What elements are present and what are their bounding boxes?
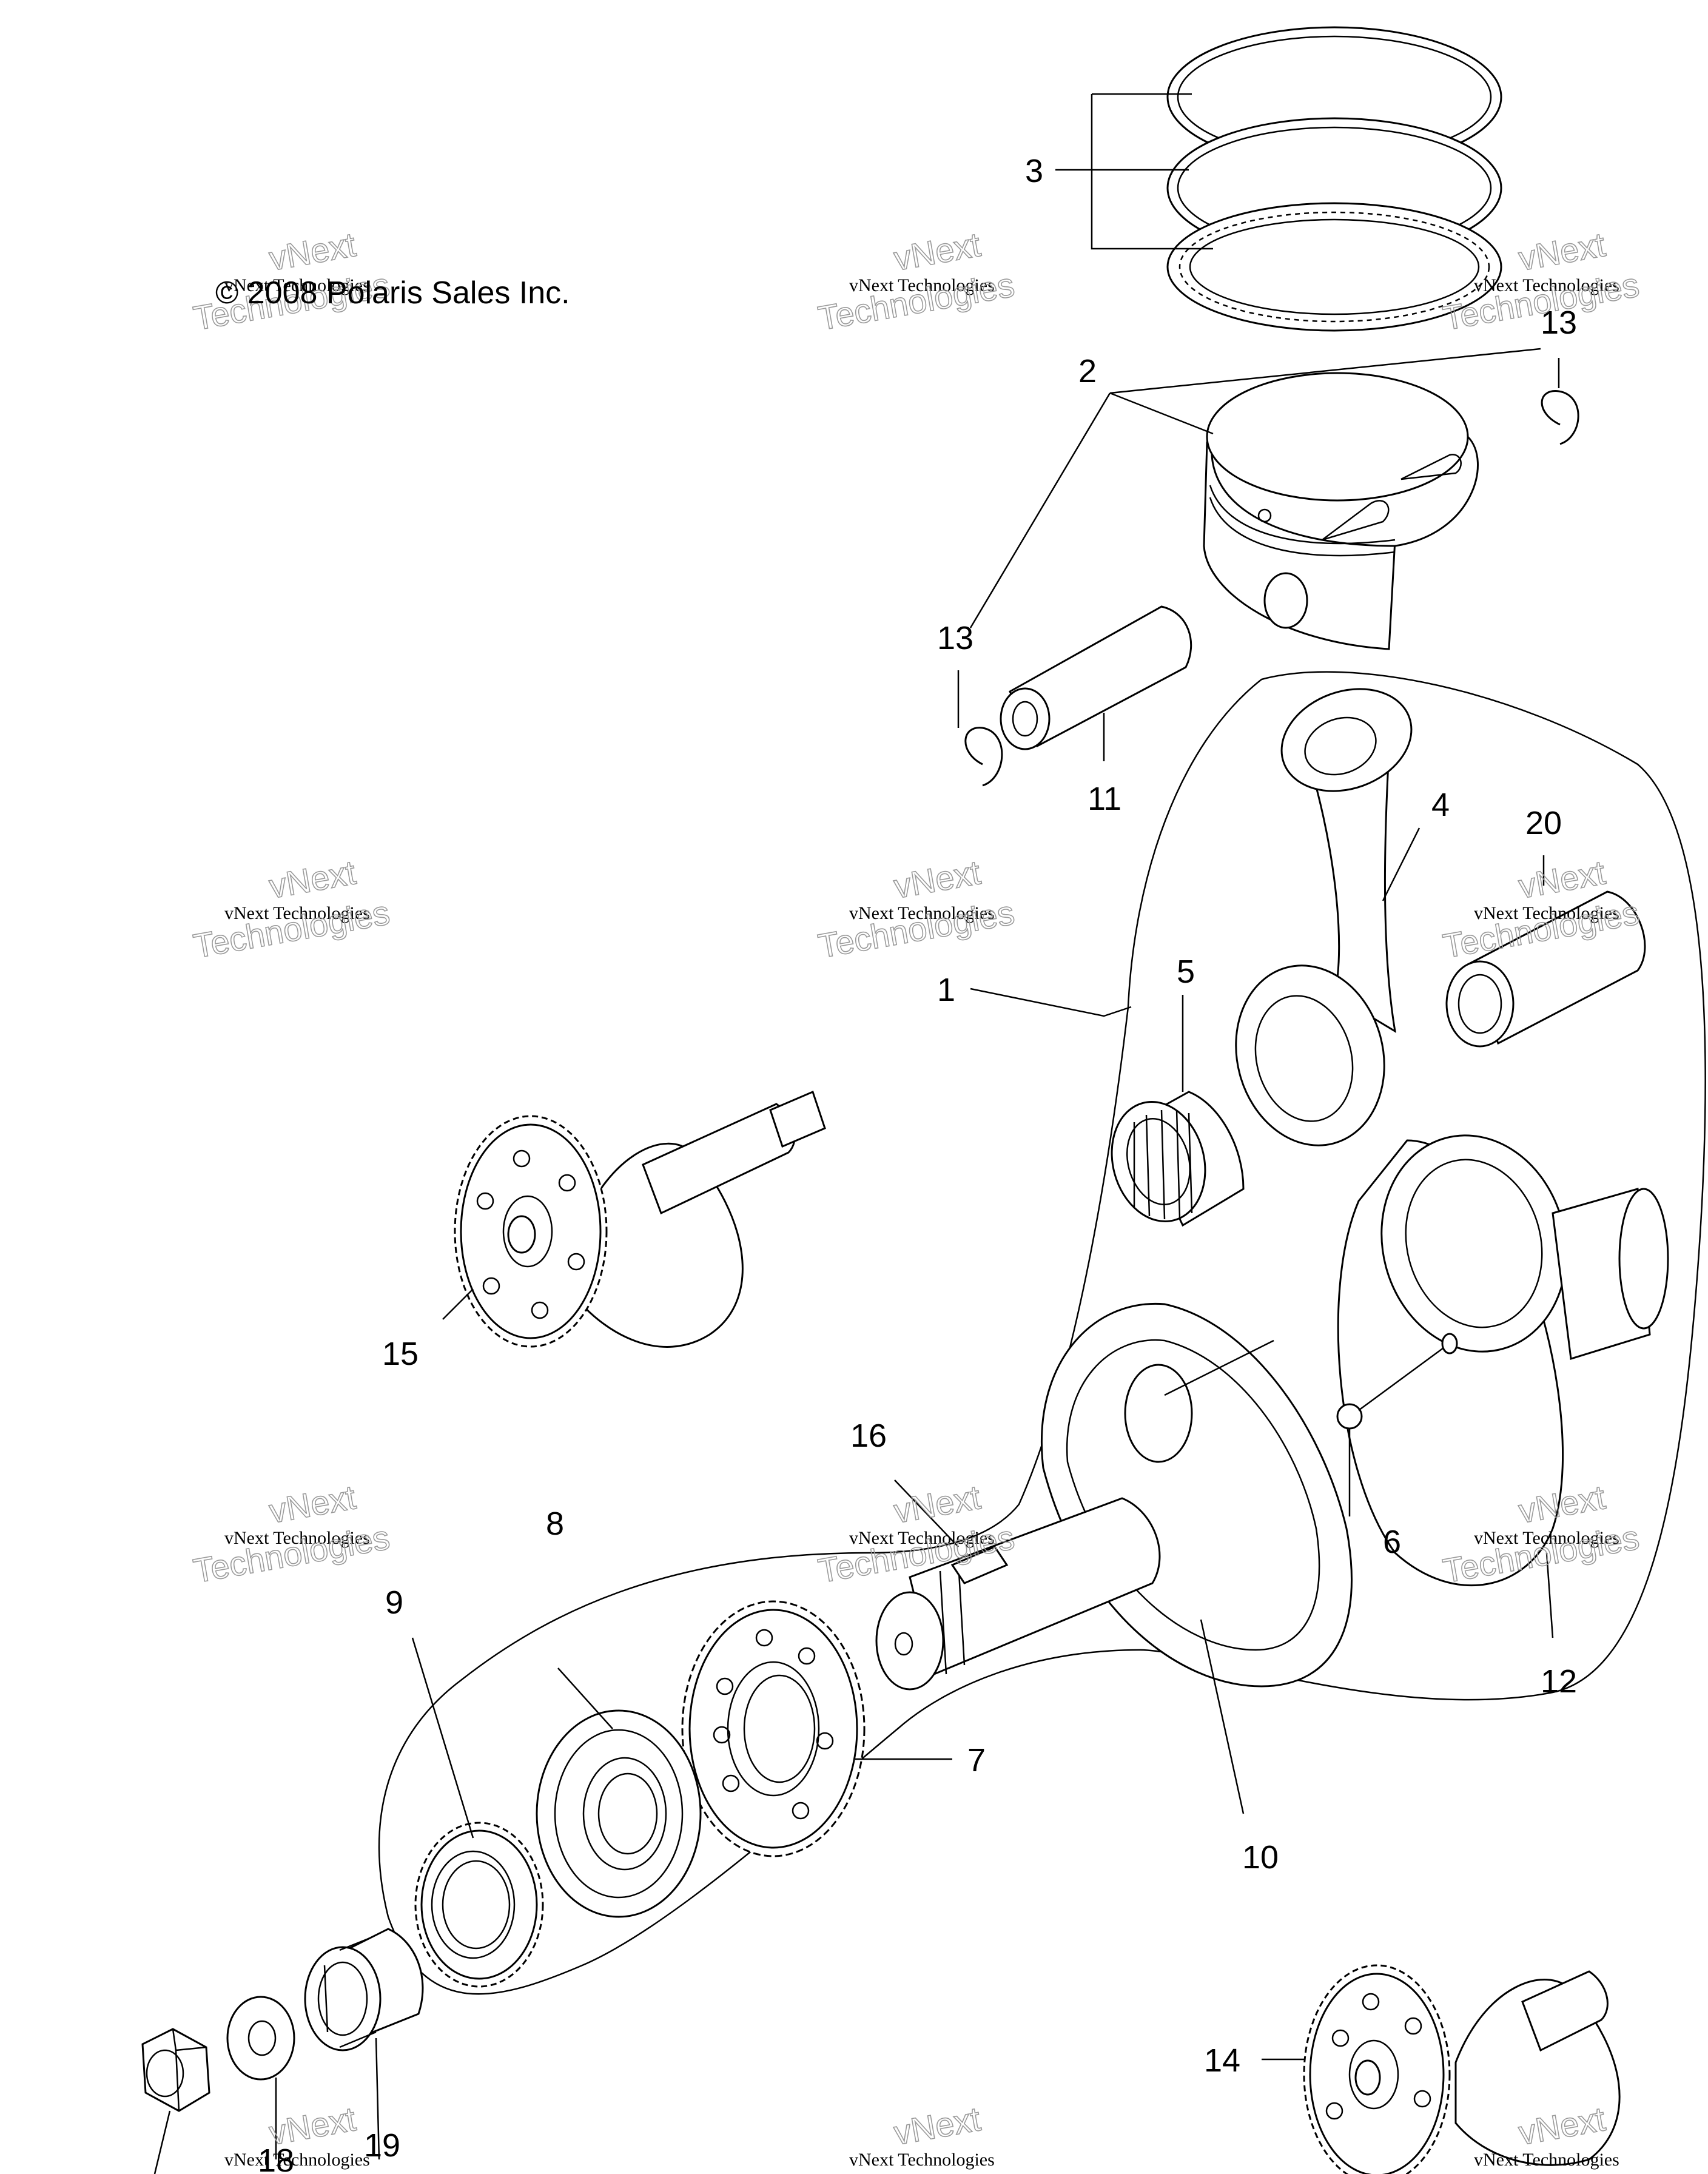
piston xyxy=(1203,372,1479,650)
connecting-rod xyxy=(1235,688,1413,1146)
crankshaft-left-half xyxy=(875,1302,1353,1691)
svg-text:vNext: vNext xyxy=(266,225,358,278)
svg-text:vNext Technologies: vNext Technologies xyxy=(1474,2150,1619,2170)
piston-pin xyxy=(1000,605,1192,750)
callout-20: 20 xyxy=(1525,805,1562,841)
woodruff-key xyxy=(950,1546,1009,1584)
washer xyxy=(226,1996,295,2081)
svg-text:vNext Technologies: vNext Technologies xyxy=(1474,275,1619,295)
callout-7: 7 xyxy=(967,1742,986,1779)
svg-text:vNext: vNext xyxy=(891,2099,983,2152)
callout-12: 12 xyxy=(1541,1663,1577,1700)
piston-rings xyxy=(1166,26,1502,332)
circlip-lower xyxy=(964,727,1003,787)
callout-15: 15 xyxy=(382,1336,419,1372)
svg-text:vNext Technologies: vNext Technologies xyxy=(224,2150,370,2170)
svg-text:vNext Technologies: vNext Technologies xyxy=(849,1528,995,1548)
callout-6: 6 xyxy=(1383,1524,1401,1560)
svg-text:vNext Technologies: vNext Technologies xyxy=(1474,1528,1619,1548)
watermarks: vNext Technologies vNext Technologies vN… xyxy=(190,224,1642,2170)
balance-shaft-right xyxy=(1303,1964,1621,2174)
callout-2: 2 xyxy=(1078,353,1097,389)
svg-text:vNext: vNext xyxy=(266,853,358,906)
svg-text:vNext: vNext xyxy=(266,1478,358,1530)
svg-text:vNext Technologies: vNext Technologies xyxy=(224,903,370,923)
svg-text:vNext Technologies: vNext Technologies xyxy=(849,2150,995,2170)
callout-3: 3 xyxy=(1025,153,1043,189)
callout-16: 16 xyxy=(850,1418,887,1454)
callout-11: 11 xyxy=(1088,781,1121,817)
callout-19: 19 xyxy=(364,2127,400,2164)
svg-text:vNext Technologies: vNext Technologies xyxy=(849,903,995,923)
circlip-upper xyxy=(1541,390,1579,445)
callout-13-upper: 13 xyxy=(1541,305,1577,341)
needle-bearing xyxy=(304,1928,424,2051)
svg-text:vNext: vNext xyxy=(891,1478,983,1530)
callout-1: 1 xyxy=(937,972,955,1008)
svg-text:vNext Technologies: vNext Technologies xyxy=(224,1528,370,1548)
callout-14: 14 xyxy=(1204,2042,1240,2079)
callout-18: 18 xyxy=(258,2142,294,2174)
leader-lines xyxy=(153,93,1560,2174)
callout-5: 5 xyxy=(1177,954,1195,990)
svg-text:vNext: vNext xyxy=(891,225,983,278)
watermark-small: vNext Technologies xyxy=(224,275,370,295)
callout-9: 9 xyxy=(385,1584,403,1621)
dowel-ball xyxy=(1336,1333,1458,1430)
rod-needle-bearing xyxy=(1111,1091,1245,1227)
svg-text:vNext: vNext xyxy=(1516,225,1608,278)
crankshaft-gear xyxy=(681,1600,866,1857)
small-sprocket xyxy=(414,1822,544,1988)
callout-4: 4 xyxy=(1431,787,1450,823)
svg-text:vNext: vNext xyxy=(891,853,983,906)
balance-shaft-left xyxy=(454,1090,826,1348)
callout-13-lower: 13 xyxy=(937,620,973,656)
callout-8: 8 xyxy=(546,1506,564,1542)
svg-text:vNext Technologies: vNext Technologies xyxy=(1474,903,1619,923)
crankshaft-right-half xyxy=(1337,1134,1669,1587)
callout-10: 10 xyxy=(1242,1839,1279,1876)
hex-nut xyxy=(141,2028,210,2112)
svg-text:vNext Technologies: vNext Technologies xyxy=(849,275,995,295)
crank-pin xyxy=(1445,890,1646,1048)
main-ball-bearing xyxy=(536,1709,702,1918)
svg-text:vNext: vNext xyxy=(266,2099,358,2152)
callout-labels: 3 2 13 13 11 4 20 1 5 15 16 6 8 9 12 7 1… xyxy=(258,153,1577,2174)
assembly-outline xyxy=(378,671,1706,1995)
copyright-text: © 2008 Polaris Sales Inc. xyxy=(215,275,570,311)
